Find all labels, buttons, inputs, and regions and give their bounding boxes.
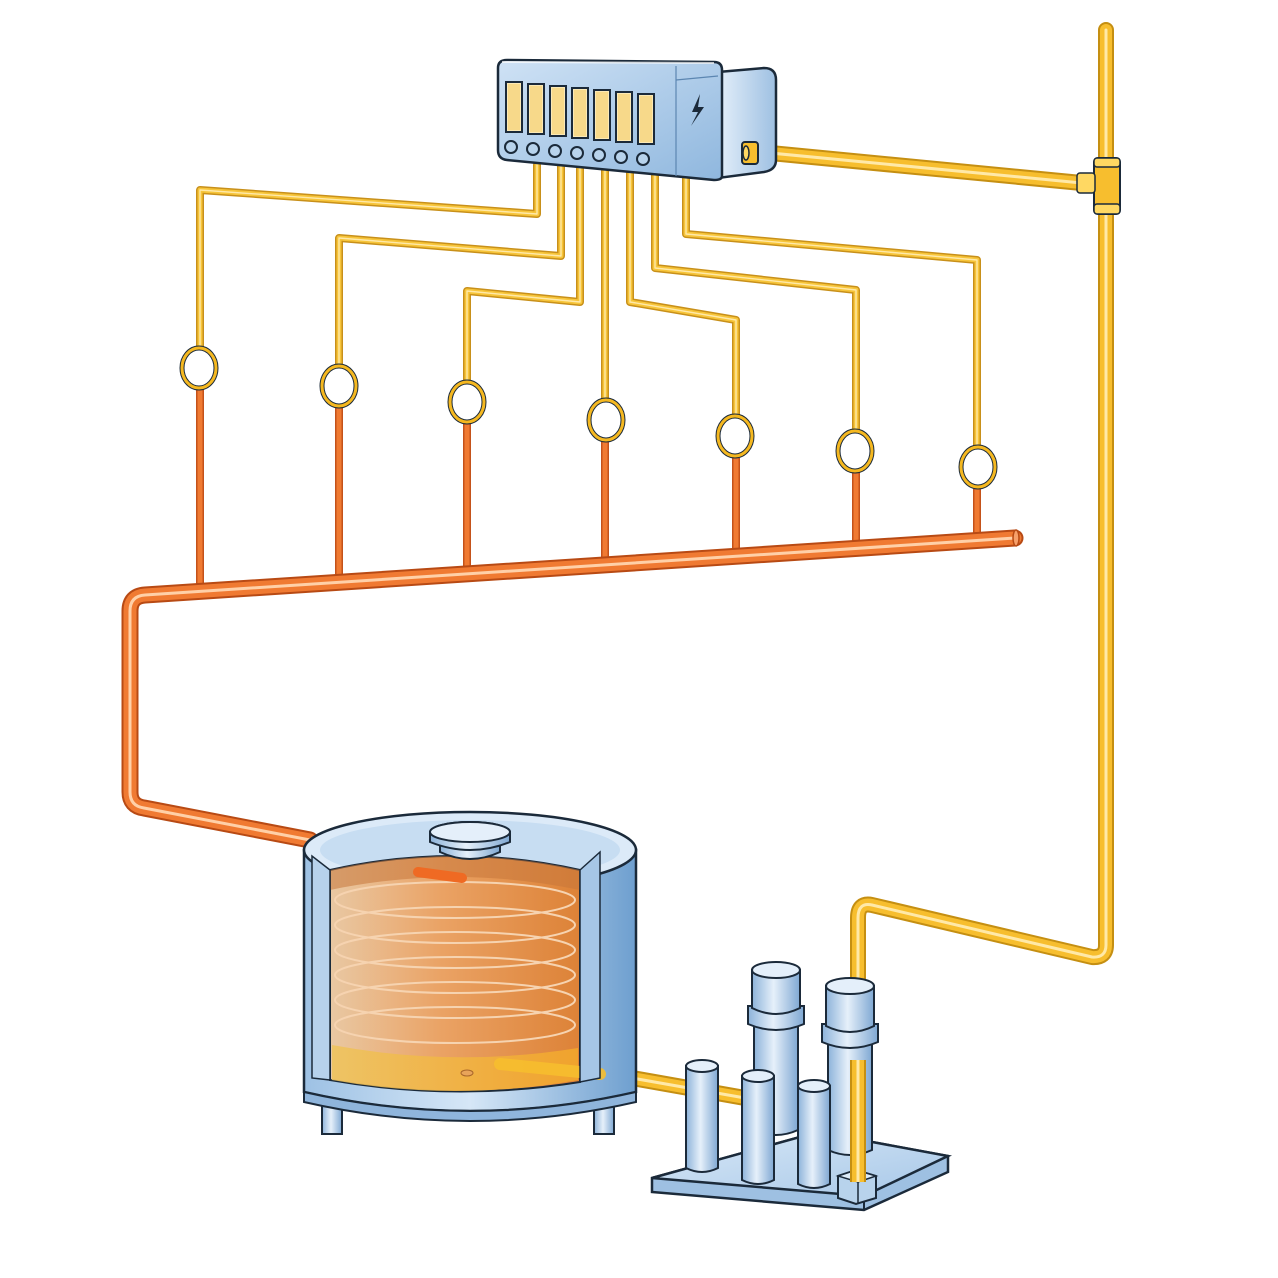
return-header-pipe (121, 529, 1024, 849)
return-drop-group (196, 388, 981, 590)
lightning-bolt-icon (691, 94, 704, 126)
sensor-wire-1 (196, 161, 541, 354)
sensor-wire-2 (335, 161, 565, 374)
sensor-wire-7 (682, 161, 981, 454)
control-unit (496, 58, 778, 182)
indicator-window-group (505, 81, 655, 145)
pump-cylinder-short-1 (685, 1059, 719, 1173)
pump-cylinder-short-2 (741, 1069, 775, 1185)
tank-hatch (429, 821, 511, 860)
sensor-ring-2 (319, 363, 359, 409)
sensor-wire-group (196, 161, 981, 454)
sensor-ring-3 (447, 379, 487, 425)
sensor-wire-6 (651, 161, 860, 438)
pump-cylinder-short-3 (797, 1079, 831, 1189)
pump-skid (650, 961, 953, 1212)
sensor-wire-5 (626, 161, 740, 422)
storage-tank (302, 810, 638, 1135)
sensor-ring-group (179, 345, 998, 490)
tee-fitting (1076, 157, 1121, 215)
sensor-ring-4 (586, 397, 626, 443)
sensor-ring-7 (958, 444, 998, 490)
sensor-ring-5 (715, 413, 755, 459)
pump-cylinder-tall-1 (747, 961, 805, 1136)
main-supply-pipe (752, 22, 1114, 1188)
control-knob-group (504, 140, 650, 166)
sensor-wire-3 (463, 161, 584, 389)
sensor-ring-1 (179, 345, 219, 391)
sensor-ring-6 (835, 428, 875, 474)
